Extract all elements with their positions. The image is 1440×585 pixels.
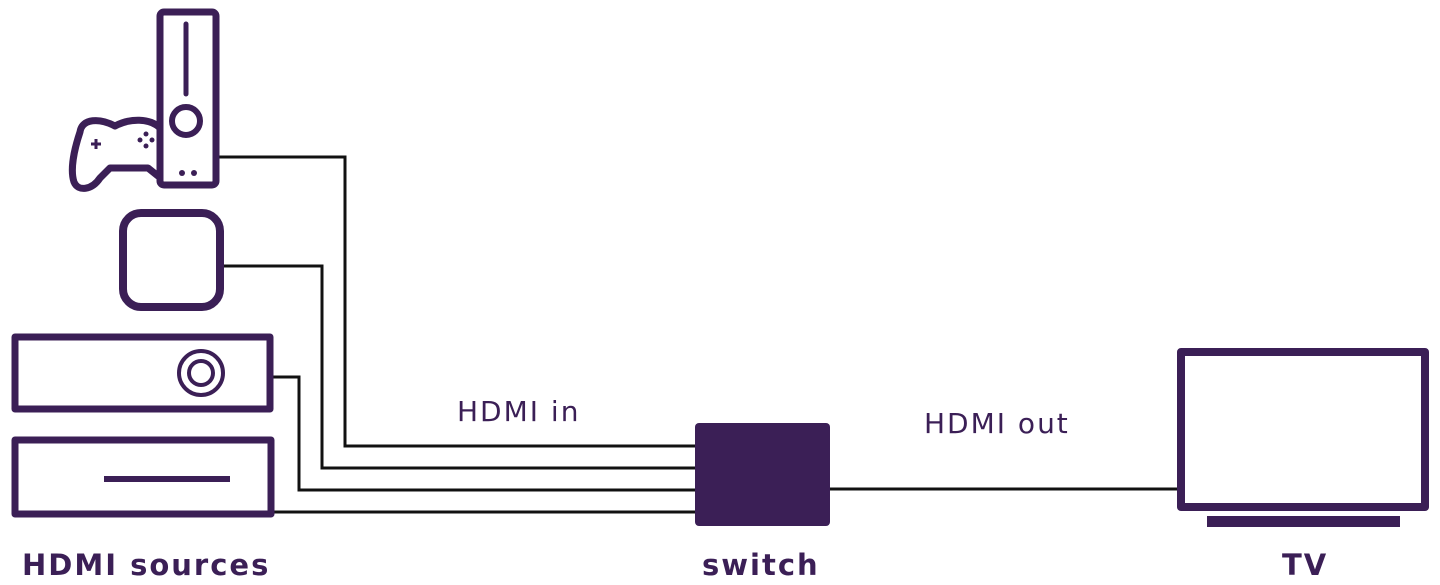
controller-button (143, 131, 149, 137)
tv-screen (1177, 348, 1429, 511)
receiver-body (11, 333, 274, 413)
console-port-dot (191, 170, 197, 176)
console-power-button (169, 104, 203, 138)
hdmi-in-label: HDMI in (457, 395, 580, 428)
cables (216, 155, 1180, 514)
receiver-knob-inner (187, 359, 215, 387)
cable-console-to-switch (216, 155, 696, 448)
console-port-dot (179, 170, 185, 176)
hdmi-switch-icon (695, 423, 830, 526)
controller-button (149, 137, 155, 143)
switch-label: switch (702, 548, 820, 582)
cable-receiver-to-switch (270, 375, 696, 492)
game-console-with-controller-icon (68, 8, 220, 192)
controller-dpad (91, 139, 101, 149)
streaming-box-icon (119, 209, 224, 311)
television-icon (1177, 348, 1429, 527)
disc-player-icon (11, 436, 275, 518)
console-tower-icon (156, 8, 220, 189)
av-receiver-icon (11, 333, 274, 413)
controller-button (137, 137, 143, 143)
hdmi-out-label: HDMI out (924, 407, 1070, 440)
tv-label: TV (1282, 548, 1328, 582)
cable-streaming-box-to-switch (220, 264, 696, 470)
tv-stand (1207, 516, 1400, 527)
controller-icon (68, 116, 164, 192)
receiver-knob-outer (177, 349, 225, 397)
disc-player-body (11, 436, 275, 518)
hdmi-sources-label: HDMI sources (22, 548, 270, 582)
controller-button (143, 143, 149, 149)
